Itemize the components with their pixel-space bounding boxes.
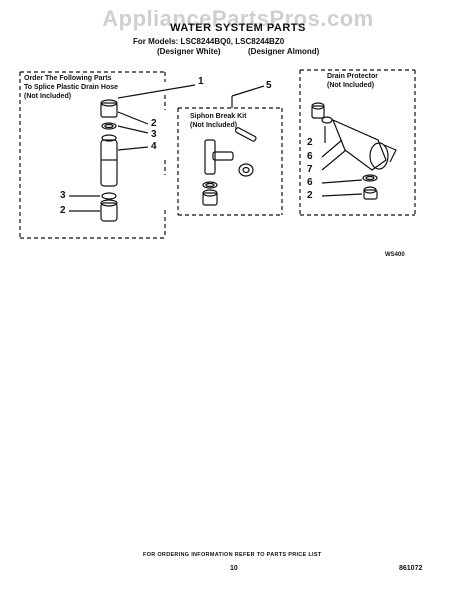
callout-5: 5 <box>266 80 272 91</box>
watermark-text: AppliancePartsPros.com <box>102 6 374 31</box>
drain-hose-fittings-stack <box>100 99 118 222</box>
callout-2c: 2 <box>307 137 313 148</box>
callout-2d: 2 <box>307 190 313 201</box>
callout-6b: 6 <box>307 177 313 188</box>
drain-hose-panel-text: Order The Following Parts To Splice Plas… <box>24 75 119 100</box>
callout-3b: 3 <box>60 190 66 201</box>
drain-hose-panel-frame <box>19 71 166 239</box>
diagram-code: WS400 <box>385 252 405 258</box>
siphon-break-kit-parts <box>202 127 257 206</box>
callout-2b: 2 <box>60 205 66 216</box>
ordering-info-note: FOR ORDERING INFORMATION REFER TO PARTS … <box>143 552 322 558</box>
siphon-panel-frame <box>177 107 283 216</box>
callout-4: 4 <box>151 141 157 152</box>
drain-protector-panel-text: Drain Protector (Not Included) <box>327 73 378 89</box>
variant-almond: (Designer Almond) <box>248 47 320 56</box>
drain-protector-parts <box>311 102 397 200</box>
page-number: 10 <box>230 565 238 572</box>
drain-protector-panel-frame <box>299 69 416 216</box>
siphon-panel-text: Siphon Break Kit (Not Included) <box>190 113 247 129</box>
callout-2: 2 <box>151 118 157 129</box>
callout-3: 3 <box>151 129 157 140</box>
callout-7: 7 <box>307 164 313 175</box>
document-number: 861072 <box>399 565 423 572</box>
models-line: For Models: LSC8244BQ0, LSC8244BZ0 <box>133 37 285 46</box>
callout-1: 1 <box>198 76 204 87</box>
variant-white: (Designer White) <box>157 47 221 56</box>
page-title: WATER SYSTEM PARTS <box>170 22 306 34</box>
callout-6: 6 <box>307 151 313 162</box>
